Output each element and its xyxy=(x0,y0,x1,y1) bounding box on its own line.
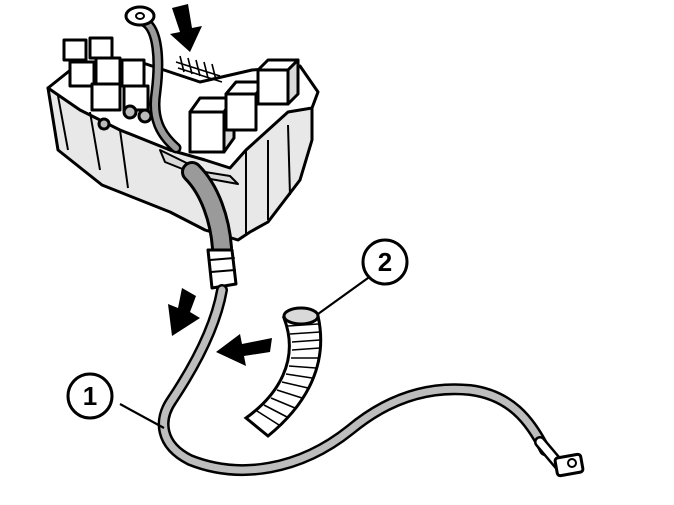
direction-arrow-icon xyxy=(170,4,202,52)
corrugated-sleeve xyxy=(243,306,323,438)
callout-2: 2 xyxy=(317,238,409,315)
callout-1: 1 xyxy=(66,372,165,429)
callout-circle xyxy=(361,238,409,286)
main-harness xyxy=(157,161,585,478)
upper-ring-terminal-cable xyxy=(124,5,182,154)
callout-label-2: 2 xyxy=(378,247,392,277)
direction-arrow-icon xyxy=(216,334,272,366)
fuse-relay-box xyxy=(46,36,320,242)
callout-label-1: 1 xyxy=(83,381,97,411)
direction-arrow-icon xyxy=(168,288,200,336)
callout-circle xyxy=(66,372,114,420)
